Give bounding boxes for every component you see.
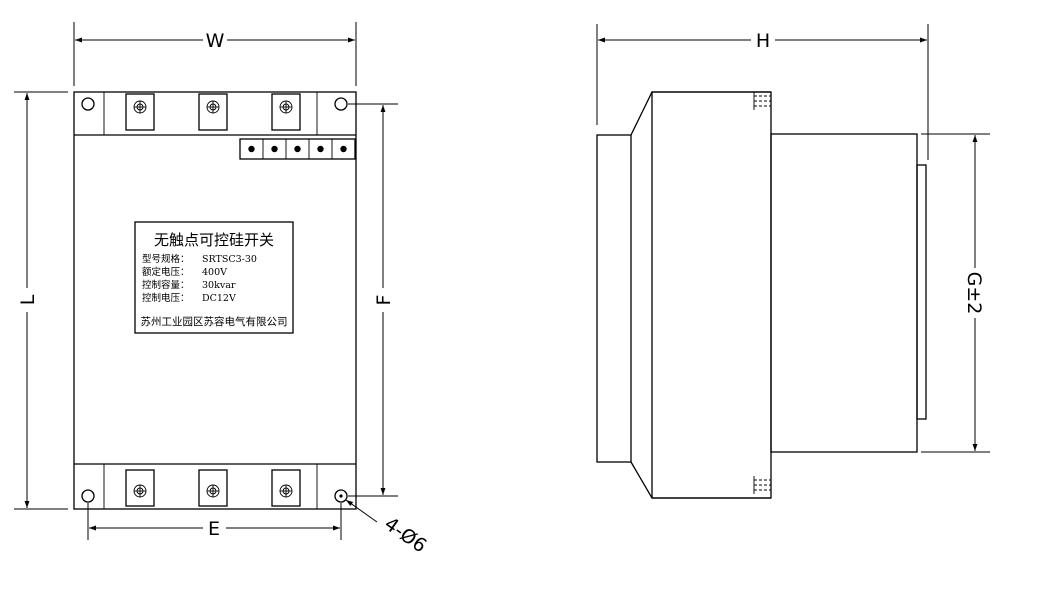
dimension-w-label: W [206,30,225,52]
mount-hole-bottom-right [334,489,348,503]
mount-hole-top-right [334,97,348,111]
heatsink-cover [770,133,918,453]
nameplate-value-voltage: 400V [202,267,227,278]
front-view: 无触点可控硅开关 型号规格： SRTSC3-30 额定电压： 400V 控制容量… [14,22,431,557]
terminal-top-1 [125,93,155,131]
mounting-flange [596,134,632,463]
control-terminal-block [239,138,356,160]
dimension-h-label: H [756,30,770,52]
nameplate-value-capacity: 30kvar [202,280,236,291]
dimension-l-label: L [17,294,39,305]
side-plate [916,164,927,420]
nameplate: 无触点可控硅开关 型号规格： SRTSC3-30 额定电压： 400V 控制容量… [134,221,294,334]
terminal-top-2 [198,93,228,131]
screw-top [753,92,771,110]
dimension-w: W [73,22,357,86]
mount-hole-bottom-left [81,489,95,503]
terminal-bottom-2 [198,469,228,507]
nameplate-title: 无触点可控硅开关 [154,231,274,249]
dimension-l: L [14,91,68,510]
dimension-e: E [87,503,342,540]
nameplate-manufacturer: 苏州工业园区苏容电气有限公司 [141,315,288,328]
terminal-top-3 [271,93,301,131]
nameplate-value-model: SRTSC3-30 [202,254,257,265]
dimension-g-label: G±2 [963,272,985,315]
dimension-f-label: F [373,295,395,306]
mount-hole-top-left [81,97,95,111]
nameplate-value-control-voltage: DC12V [202,293,236,304]
hole-callout-label: 4-Ø6 [380,513,430,557]
dimension-h: H [596,24,929,160]
terminal-bottom-3 [271,469,301,507]
nameplate-label-control-voltage: 控制电压： [142,292,190,304]
hole-leader: 4-Ø6 [345,499,431,557]
screw-bottom [753,476,771,494]
enclosure-outline [73,91,357,510]
dimension-f: F [348,103,398,497]
terminal-bottom-1 [125,469,155,507]
dimension-g: G±2 [921,133,990,453]
side-view: H G±2 [596,24,990,499]
nameplate-label-capacity: 控制容量： [142,279,190,291]
main-body [651,91,772,499]
nameplate-label-model: 型号规格： [142,253,190,265]
dimension-e-label: E [208,518,220,540]
nameplate-label-voltage: 额定电压： [142,266,190,278]
